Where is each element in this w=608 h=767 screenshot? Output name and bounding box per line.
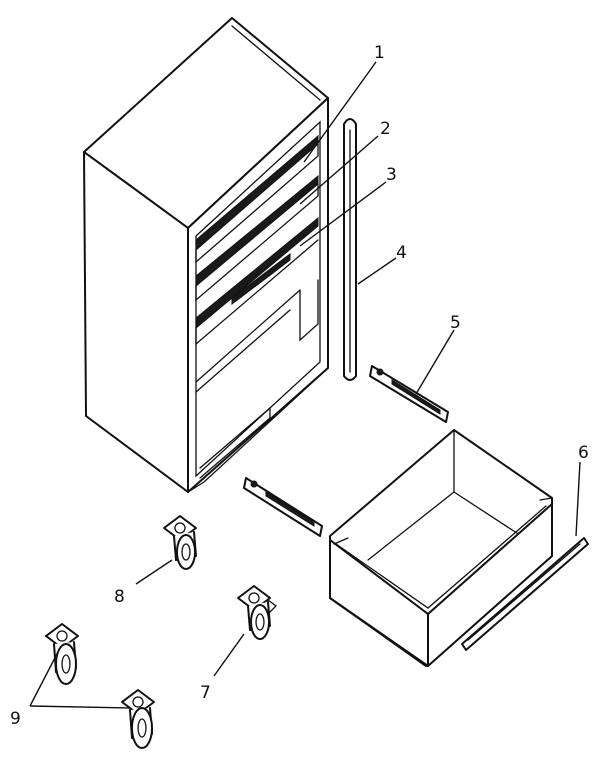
callout-4: 4 xyxy=(396,243,407,263)
side-rail-part-4 xyxy=(343,118,357,381)
callout-3: 3 xyxy=(386,165,397,185)
caster-part-7 xyxy=(237,585,277,640)
tool-cabinet xyxy=(83,17,329,493)
drawer-slide-right-part-5 xyxy=(369,365,449,423)
drawer-liner-part-6 xyxy=(461,537,589,651)
cabinet-drawer-1 xyxy=(195,134,319,264)
leader-lines xyxy=(29,61,581,709)
callout-labels: 1 2 3 4 5 6 7 8 9 xyxy=(10,43,589,729)
callout-7: 7 xyxy=(200,683,211,703)
caster-part-9-left xyxy=(45,623,79,685)
removed-drawer xyxy=(329,429,553,667)
cabinet-drawer-2 xyxy=(195,174,319,302)
caster-part-9-right xyxy=(121,689,155,749)
callout-5: 5 xyxy=(450,313,461,333)
callout-2: 2 xyxy=(380,119,391,139)
callout-1: 1 xyxy=(374,43,385,63)
callout-6: 6 xyxy=(578,443,589,463)
drawer-slide-left-part-5 xyxy=(243,477,323,537)
callout-8: 8 xyxy=(114,587,125,607)
cabinet-lower-bay xyxy=(195,279,319,393)
callout-9: 9 xyxy=(10,709,21,729)
cabinet-drawer-3 xyxy=(195,216,319,346)
caster-part-8 xyxy=(163,515,197,570)
